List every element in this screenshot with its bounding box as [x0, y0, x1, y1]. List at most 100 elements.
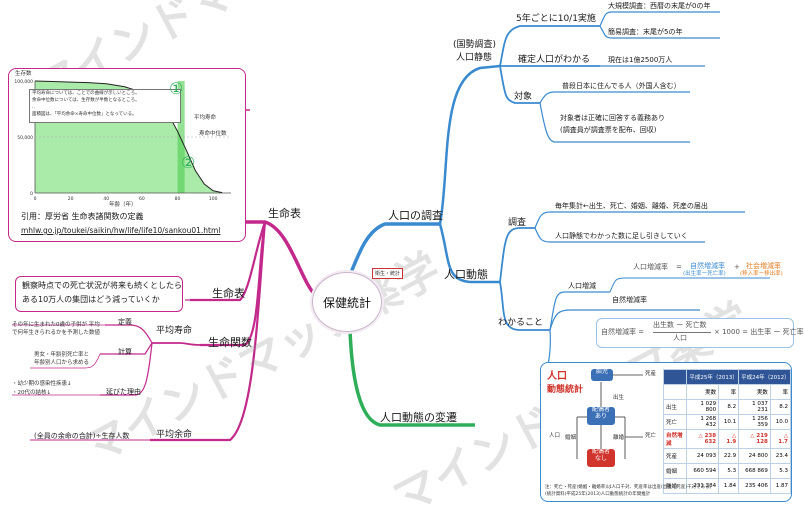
- y-tick-label: 0: [30, 191, 33, 197]
- node-avg-remaining[interactable]: 平均余命: [156, 430, 193, 440]
- y-tick-label: 50,000: [17, 135, 33, 141]
- node-dynamic-transition[interactable]: 人口動態の変遷: [380, 411, 457, 424]
- highlight-band: [177, 81, 185, 193]
- lifetable-note1: 観察時点での死亡状況が将来も続くとしたら: [22, 281, 182, 290]
- x-tick-label: 100: [209, 196, 218, 202]
- table-subheader: 率: [769, 384, 792, 400]
- definition-note1: その年に生まれた0歳の子供が 平均: [12, 322, 100, 328]
- chart-ylabel: 生存数: [15, 71, 32, 77]
- x-tick-label: 40: [103, 196, 109, 202]
- flow-title2: 動態統計: [547, 385, 584, 395]
- flow-married: 配偶者 あり: [587, 406, 615, 425]
- formula2-right: × 1000 = 出生率 ー 死亡率: [714, 328, 804, 336]
- remaining-note: (全員の余命の合計)÷生存人数: [34, 432, 130, 440]
- node-simple-survey: 簡易調査：末尾が5の年: [608, 28, 683, 36]
- node-lifefunc[interactable]: 生命関数: [208, 336, 252, 349]
- node-static[interactable]: 人口静態: [456, 53, 493, 63]
- center-tag: 衛生・統計: [372, 268, 404, 279]
- node-definition[interactable]: 定義: [118, 318, 132, 326]
- table-footnote2: (統計資料)平成25年(2013)人口動態統計の年間推計: [545, 492, 651, 497]
- chart-mark-2: ②: [181, 153, 196, 172]
- formula2-left: 自然増減率 =: [601, 328, 645, 336]
- dynamic-stats-box: 人口 動態統計 胎児 死産 出生 配偶者 あり 人口 婚姻 離婚 死亡 配偶者 …: [540, 362, 792, 502]
- flow-infant: 胎児: [591, 368, 613, 381]
- reason1: ・幼少期の感染性疾患↓: [12, 381, 72, 387]
- table-header: 平成25年（2013）: [686, 369, 740, 385]
- node-dynamic[interactable]: 人口動態: [444, 268, 488, 281]
- fraction-line: [653, 332, 711, 333]
- node-lifetable2[interactable]: 生命表: [212, 287, 245, 300]
- flow-arrows: [576, 374, 643, 459]
- formula1-social: 社会増減率: [746, 262, 781, 270]
- table-subheader: 実数: [686, 384, 720, 400]
- chart-xlabel: 年齢（年）: [109, 202, 137, 208]
- formula1-natural-sub: (出生率ー死亡率): [683, 271, 726, 277]
- flow-death: 死亡: [645, 433, 657, 439]
- formula1-social-sub: (移入率ー移出率): [740, 271, 783, 277]
- node-static-title1: (国勢調査): [453, 40, 497, 50]
- citation-link[interactable]: mhlw.go.jp/toukei/saikin/hw/life/life10/…: [21, 226, 221, 235]
- node-every5[interactable]: 5年ごとに10/1実施: [516, 14, 596, 24]
- calc-note2: 年齢別人口から求める: [34, 360, 90, 366]
- node-target-detail: 普段日本に住んでる人（外国人含む）: [562, 82, 681, 90]
- node-current-pop: 現在は1億2500万人: [608, 56, 673, 64]
- chart-label-median: 寿命中位数: [199, 131, 227, 137]
- flow-single: 配偶者 なし: [587, 448, 615, 467]
- table-row: 自然増減△ 238 632△ 1.9△ 219 128△ 1.7: [662, 429, 792, 449]
- table-subheader: 実数: [738, 384, 771, 400]
- flow-divorce: 離婚: [613, 435, 625, 441]
- formula2-den: 人口: [673, 334, 687, 342]
- definition-note2: で何年生きられるかを予測した数値: [12, 330, 101, 336]
- node-duty1: 対象者は正確に回答する義務あり: [560, 114, 665, 122]
- x-tick-label: 60: [139, 196, 145, 202]
- node-calc[interactable]: 計算: [118, 348, 132, 356]
- y-tick-label: 100,000: [14, 79, 33, 85]
- node-increase: 人口増減: [568, 282, 596, 290]
- chart-label-avg: 平均寿命: [194, 115, 217, 121]
- x-tick-label: 80: [175, 196, 181, 202]
- node-pull: 人口静態でわかった数に足し引きしていく: [555, 232, 688, 240]
- reason2: ・20代の結核↓: [12, 390, 52, 396]
- table-subheader: 率: [718, 384, 740, 400]
- node-confirm[interactable]: 確定人口がわかる: [518, 55, 591, 65]
- table-footnote1: 注：死亡・死産(婚姻・離婚率)は人口千対、死産率は出産(出生＋死産)千対である。: [545, 485, 714, 490]
- node-monthly: 毎年集計←出生、死亡、婚姻、離婚、死産の届出: [555, 202, 708, 210]
- lifetable-note2: ある10万人の集団はどう減っていくか: [22, 295, 160, 304]
- lifetable-note-box: 観察時点での死亡状況が将来も続くとしたら ある10万人の集団はどう減っていくか: [15, 276, 183, 312]
- flow-born: 出生: [613, 395, 625, 401]
- formula1-left: 人口増減率: [633, 263, 668, 271]
- node-lifetable[interactable]: 生命表: [268, 207, 301, 220]
- flow-marriage: 婚姻: [565, 435, 577, 441]
- center-label: 保健統計: [322, 295, 371, 310]
- mindmap-branches: [12, 11, 770, 442]
- center-node[interactable]: 保健統計: [312, 272, 382, 332]
- formula2-num: 出生数 ー 死亡数: [653, 321, 707, 329]
- node-natural-rate: 自然増減率: [612, 296, 647, 304]
- x-tick-label: 0: [34, 196, 37, 202]
- node-avg-life[interactable]: 平均寿命: [156, 326, 193, 336]
- node-duty2: (調査員が調査票を配布、回収): [560, 126, 657, 134]
- x-tick-label: 20: [68, 196, 74, 202]
- flow-stillbirth: 死産: [645, 371, 657, 377]
- node-know[interactable]: わかること: [498, 318, 544, 328]
- node-survey[interactable]: 調査: [508, 218, 527, 228]
- table-header: [662, 369, 688, 385]
- node-target[interactable]: 対象: [514, 92, 533, 102]
- node-reason[interactable]: 延びた理由: [106, 388, 141, 396]
- formula1-natural: 自然増減率: [690, 262, 725, 270]
- flow-title1: 人口: [547, 371, 567, 382]
- calc-note1: 男女・年齢別死亡率と: [34, 352, 90, 358]
- chart-mark-1: ①: [169, 79, 184, 98]
- node-large-survey: 大規模調査：西暦の末尾が0の年: [608, 2, 711, 10]
- flow-population: 人口: [549, 433, 561, 439]
- node-population-survey[interactable]: 人口の調査: [388, 209, 443, 222]
- chart-note-box: 平均寿命については、ことでの曲線が示しいところ。 余命中位数については、生存数が…: [29, 89, 181, 123]
- formula2-box: 自然増減率 = 出生数 ー 死亡数 人口 × 1000 = 出生率 ー 死亡率: [596, 318, 804, 348]
- table-header: 平成24年（2012）: [738, 369, 791, 385]
